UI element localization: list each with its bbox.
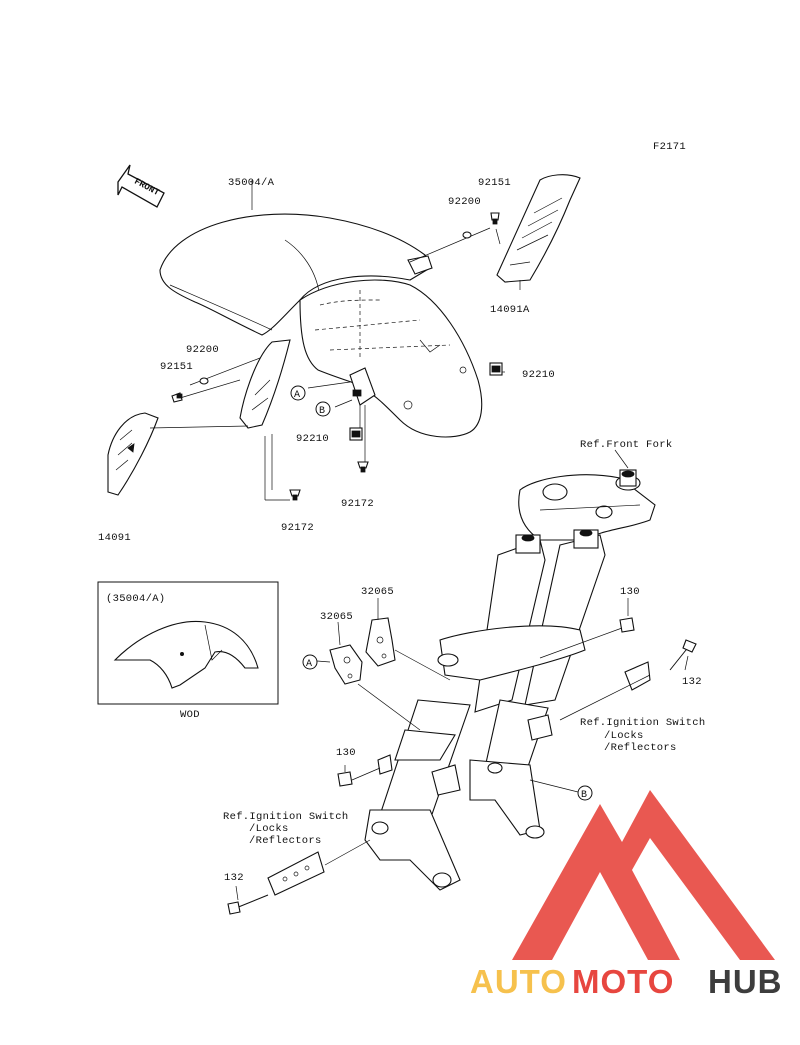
front-direction-arrow: FRONT: [117, 164, 165, 208]
figure-code: F2171: [653, 141, 686, 153]
svg-text:B: B: [581, 790, 587, 801]
label-14091: 14091: [98, 532, 131, 544]
watermark-brand-moto: MOTO: [572, 963, 674, 1000]
side-cover-14091a: [496, 174, 581, 283]
label-130-left: 130: [336, 747, 356, 759]
label-92200-left: 92200: [186, 344, 219, 356]
screw-92172-left: [289, 489, 301, 501]
callout-a-fender: A: [290, 385, 306, 401]
watermark-brand-auto: AUTO: [470, 963, 567, 1000]
clip-92210-center: [349, 427, 363, 441]
ref-ignition-right-line2: /Locks: [604, 730, 644, 742]
fastener-92151-top: [490, 212, 500, 225]
label-32065-left: 32065: [320, 611, 353, 623]
ref-ignition-left-line1: Ref.Ignition Switch: [223, 811, 348, 823]
label-32065-top: 32065: [361, 586, 394, 598]
automotohub-watermark-logo: [512, 790, 775, 960]
inset-wod-box: (35004/A) WOD: [97, 581, 279, 721]
label-132-right: 132: [682, 676, 702, 688]
bolt-132-left: [227, 894, 269, 915]
bracket-32065-right: [365, 617, 396, 667]
callout-b-fender: B: [315, 401, 331, 417]
label-130-right: 130: [620, 586, 640, 598]
svg-text:A: A: [294, 390, 300, 401]
front-fender: [159, 213, 483, 438]
label-92172-center: 92172: [341, 498, 374, 510]
bolt-132-right: [669, 639, 697, 671]
label-132-left: 132: [224, 872, 244, 884]
label-92200-top: 92200: [448, 196, 481, 208]
screw-92172-center: [357, 461, 369, 473]
ref-ignition-left-line2: /Locks: [249, 823, 289, 835]
inset-caption: WOD: [180, 709, 200, 721]
ignition-bracket-right: [624, 661, 651, 691]
label-92172-left: 92172: [281, 522, 314, 534]
callout-b-lower: B: [577, 785, 593, 801]
label-92151-left: 92151: [160, 361, 193, 373]
bolt-130-left: [337, 771, 353, 787]
label-92151-top: 92151: [478, 177, 511, 189]
washer-92200-top: [462, 231, 472, 239]
ref-front-fork: Ref.Front Fork: [580, 439, 672, 451]
ref-ignition-left-line3: /Reflectors: [249, 835, 322, 847]
ref-ignition-right-line3: /Reflectors: [604, 742, 677, 754]
ref-ignition-right-line1: Ref.Ignition Switch: [580, 717, 705, 729]
clip-92210-right: [489, 362, 503, 376]
front-fork-assembly: [364, 469, 656, 891]
washer-92200-left: [199, 377, 209, 385]
side-cover-14091: [107, 412, 159, 496]
inset-title: (35004/A): [106, 593, 165, 605]
label-14091a: 14091A: [490, 304, 530, 316]
svg-text:A: A: [306, 659, 312, 670]
callout-a-bracket: A: [302, 654, 318, 670]
bolt-130-right: [619, 617, 635, 633]
svg-text:B: B: [319, 406, 325, 417]
ignition-bracket-left: [267, 851, 325, 896]
watermark-brand-hub: HUB: [708, 963, 783, 1000]
label-92210-right: 92210: [522, 369, 555, 381]
fender-inner-left-piece: [239, 339, 291, 429]
bracket-32065-left: [329, 644, 363, 685]
label-92210-center: 92210: [296, 433, 329, 445]
label-35004a: 35004/A: [228, 177, 275, 189]
fastener-92151-left: [171, 392, 183, 403]
